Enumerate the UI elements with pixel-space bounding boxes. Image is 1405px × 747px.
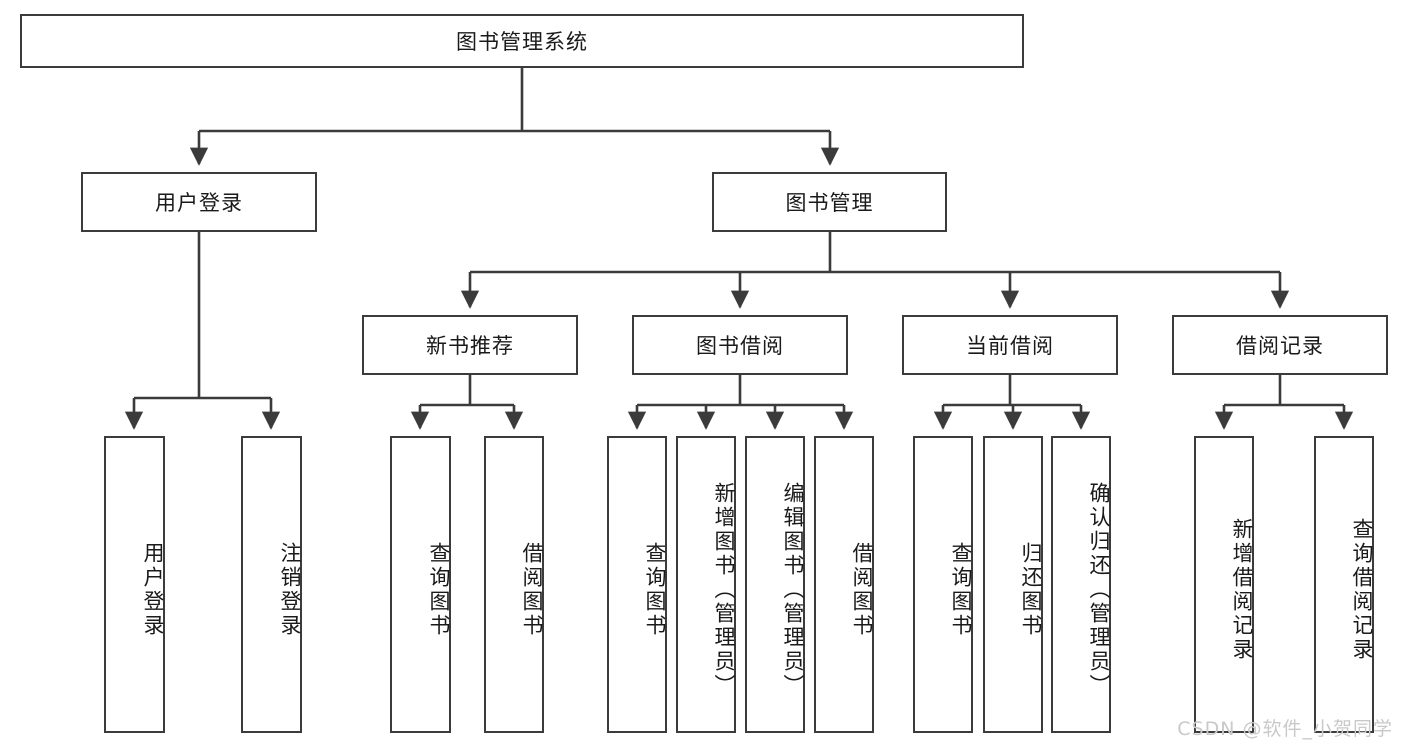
leaf-query-borrow-record-label: 查询借阅记录 [1350, 517, 1374, 662]
node-new-book-recommendation[interactable]: 新书推荐 [362, 315, 578, 375]
leaf-query-book-recommendation-label: 查询图书 [427, 541, 451, 638]
node-book-management-label: 图书管理 [785, 191, 874, 215]
leaf-logout-label: 注销登录 [278, 541, 302, 638]
node-current-borrowing-label: 当前借阅 [966, 334, 1054, 358]
node-current-borrowing[interactable]: 当前借阅 [902, 315, 1118, 375]
node-new-book-recommendation-label: 新书推荐 [426, 334, 514, 358]
leaf-borrow-book-recommendation-label: 借阅图书 [520, 541, 544, 638]
leaf-confirm-return-admin-label: 确认归还（管理员） [1087, 481, 1111, 698]
leaf-return-book[interactable]: 归还图书 [983, 436, 1043, 733]
leaf-query-book-borrowing-label: 查询图书 [643, 541, 667, 638]
leaf-logout[interactable]: 注销登录 [241, 436, 302, 733]
leaf-add-borrow-record-label: 新增借阅记录 [1230, 517, 1254, 662]
leaf-query-borrow-record[interactable]: 查询借阅记录 [1314, 436, 1374, 733]
node-book-borrowing-label: 图书借阅 [696, 334, 784, 358]
leaf-return-book-label: 归还图书 [1019, 541, 1043, 638]
leaf-query-book-recommendation[interactable]: 查询图书 [390, 436, 451, 733]
csdn-watermark: CSDN @软件_小贺同学 [1177, 718, 1393, 740]
leaf-user-login[interactable]: 用户登录 [104, 436, 165, 733]
leaf-confirm-return-admin[interactable]: 确认归还（管理员） [1051, 436, 1111, 733]
node-borrowing-records-label: 借阅记录 [1236, 334, 1324, 358]
leaf-edit-book-admin-label: 编辑图书（管理员） [781, 481, 805, 698]
node-user-login[interactable]: 用户登录 [81, 172, 317, 232]
node-root-label: 图书管理系统 [456, 30, 588, 54]
node-user-login-label: 用户登录 [155, 191, 243, 215]
leaf-user-login-label: 用户登录 [141, 541, 165, 638]
node-book-management[interactable]: 图书管理 [712, 172, 947, 232]
leaf-query-book-borrowing[interactable]: 查询图书 [607, 436, 667, 733]
leaf-add-book-admin[interactable]: 新增图书（管理员） [676, 436, 736, 733]
leaf-add-borrow-record[interactable]: 新增借阅记录 [1194, 436, 1254, 733]
node-root[interactable]: 图书管理系统 [20, 14, 1024, 68]
leaf-borrow-book-recommendation[interactable]: 借阅图书 [484, 436, 544, 733]
leaf-borrow-book-label: 借阅图书 [850, 541, 874, 638]
leaf-edit-book-admin[interactable]: 编辑图书（管理员） [745, 436, 805, 733]
leaf-query-book-current-label: 查询图书 [949, 541, 973, 638]
leaf-add-book-admin-label: 新增图书（管理员） [712, 481, 736, 698]
leaf-query-book-current[interactable]: 查询图书 [913, 436, 973, 733]
node-book-borrowing[interactable]: 图书借阅 [632, 315, 848, 375]
leaf-borrow-book[interactable]: 借阅图书 [814, 436, 874, 733]
node-borrowing-records[interactable]: 借阅记录 [1172, 315, 1388, 375]
